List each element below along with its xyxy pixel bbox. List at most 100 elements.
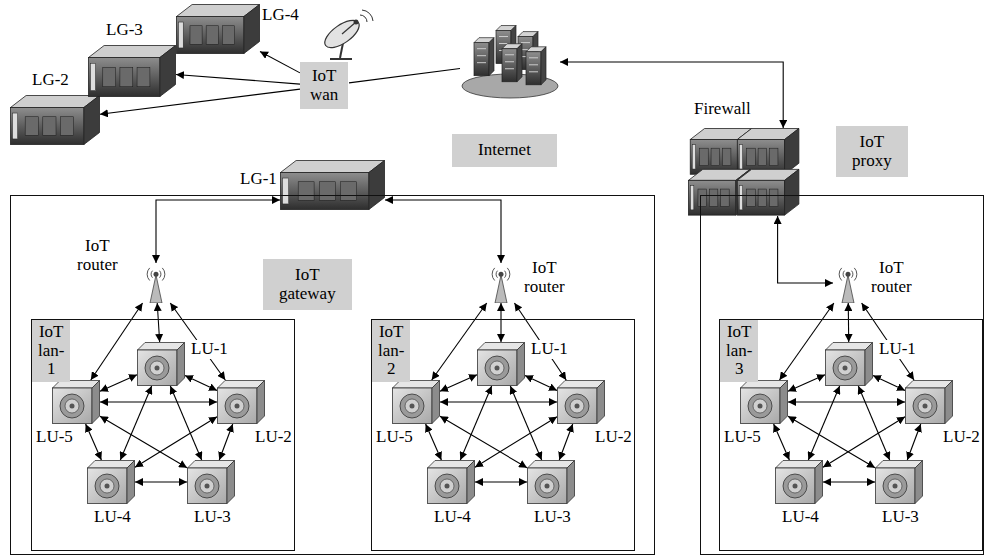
- label-box: IoT wan: [300, 62, 349, 110]
- server-front: [689, 180, 736, 215]
- router-node: IoT router: [486, 263, 516, 303]
- server-label: LG-1: [240, 170, 277, 189]
- speaker-cone: [230, 399, 244, 413]
- speaker-rim: [485, 356, 509, 380]
- connector: [100, 416, 187, 468]
- unit-node: LU-5: [392, 380, 440, 424]
- unit-front: [478, 350, 518, 386]
- lan-box: LU-1LU-2LU-3LU-4LU-5IoT lan-3: [719, 319, 983, 551]
- signal-arc: [151, 271, 152, 278]
- unit-icon: [875, 460, 923, 504]
- connector: [788, 375, 825, 392]
- drive-bay: [758, 148, 767, 165]
- signal-arc: [360, 15, 367, 22]
- server-node: LG-4: [176, 4, 260, 54]
- server-side: [244, 5, 260, 54]
- speaker-rim: [535, 474, 559, 498]
- drive-bay: [709, 189, 718, 206]
- connector: [219, 424, 233, 460]
- unit-top: [906, 381, 953, 389]
- lan-box: LU-1LU-2LU-3LU-4LU-5IoT lan-2: [371, 319, 635, 551]
- unit-side: [257, 381, 265, 424]
- unit-node: LU-5: [740, 380, 788, 424]
- drive-bay: [769, 189, 778, 206]
- speaker-rim: [783, 474, 807, 498]
- server-node: LG-2: [10, 95, 100, 145]
- speaker-cone: [150, 361, 164, 375]
- cloud-icon: [460, 24, 560, 100]
- router-node: IoT router: [141, 263, 171, 303]
- tower-slot: [505, 54, 514, 55]
- connector: [774, 424, 790, 460]
- unit-label: LU-3: [880, 508, 921, 527]
- unit-node: LU-3: [187, 460, 235, 504]
- tower-slot: [529, 57, 538, 58]
- speaker-rim: [60, 394, 84, 418]
- unit-node: LU-1: [825, 342, 873, 386]
- server-front: [177, 17, 244, 54]
- unit-node: LU-2: [557, 380, 605, 424]
- unit-icon: [477, 342, 525, 386]
- tower-slot: [477, 62, 486, 63]
- unit-label: LU-2: [941, 428, 982, 447]
- unit-side: [92, 381, 100, 424]
- router-icon: [486, 263, 516, 303]
- drive-bay: [721, 189, 730, 206]
- speaker-cap: [235, 404, 240, 409]
- speaker-rim: [225, 394, 249, 418]
- drive-bay: [206, 26, 218, 45]
- server-front: [89, 58, 160, 97]
- unit-front: [876, 468, 916, 504]
- unit-label: LU-1: [529, 340, 570, 359]
- speaker-cap: [545, 484, 550, 489]
- drive-bay: [747, 189, 756, 206]
- unit-label: LU-4: [780, 508, 821, 527]
- unit-side: [567, 461, 575, 504]
- connector: [176, 74, 300, 84]
- drive-bay: [298, 182, 314, 201]
- router-icon: [833, 263, 863, 303]
- tower-side: [541, 47, 546, 85]
- signal-arc: [147, 268, 150, 281]
- unit-side: [177, 343, 185, 386]
- antenna-mast: [495, 275, 507, 303]
- drive-bay: [222, 26, 234, 45]
- drive-bay: [137, 67, 150, 87]
- drive-bay: [722, 148, 731, 165]
- speaker-cap: [155, 366, 160, 371]
- connector: [86, 424, 102, 460]
- satellite-dish: [316, 8, 376, 64]
- connector: [525, 375, 557, 390]
- unit-top: [876, 461, 923, 469]
- speaker-cone: [200, 479, 214, 493]
- speaker-cone: [540, 479, 554, 493]
- speaker-rim: [435, 474, 459, 498]
- unit-label: LU-3: [532, 508, 573, 527]
- speaker-rim: [883, 474, 907, 498]
- drive-bay: [700, 148, 709, 165]
- drive-bay: [190, 26, 202, 45]
- antenna-mast: [150, 275, 162, 303]
- drive-bay: [120, 67, 133, 87]
- connector: [559, 424, 573, 460]
- connector: [135, 417, 217, 467]
- connector: [500, 303, 501, 342]
- signal-arc: [507, 268, 510, 281]
- speaker-cap: [70, 404, 75, 409]
- unit-label: LU-5: [374, 428, 415, 447]
- speaker-cone: [570, 399, 584, 413]
- speaker-rim: [400, 394, 424, 418]
- tag-label: IoT proxy: [836, 126, 908, 177]
- tag-label: IoT lan-1: [32, 320, 70, 382]
- connector: [349, 68, 460, 82]
- signal-arc: [843, 271, 844, 278]
- connector: [778, 216, 833, 283]
- unit-node: LU-1: [477, 342, 525, 386]
- server-label: LG-2: [32, 71, 69, 90]
- server-node: LG-1: [280, 160, 385, 210]
- unit-front: [528, 468, 568, 504]
- drive-bay: [747, 148, 756, 165]
- rack-ear: [13, 113, 18, 139]
- connector: [848, 303, 850, 342]
- connector: [440, 375, 477, 392]
